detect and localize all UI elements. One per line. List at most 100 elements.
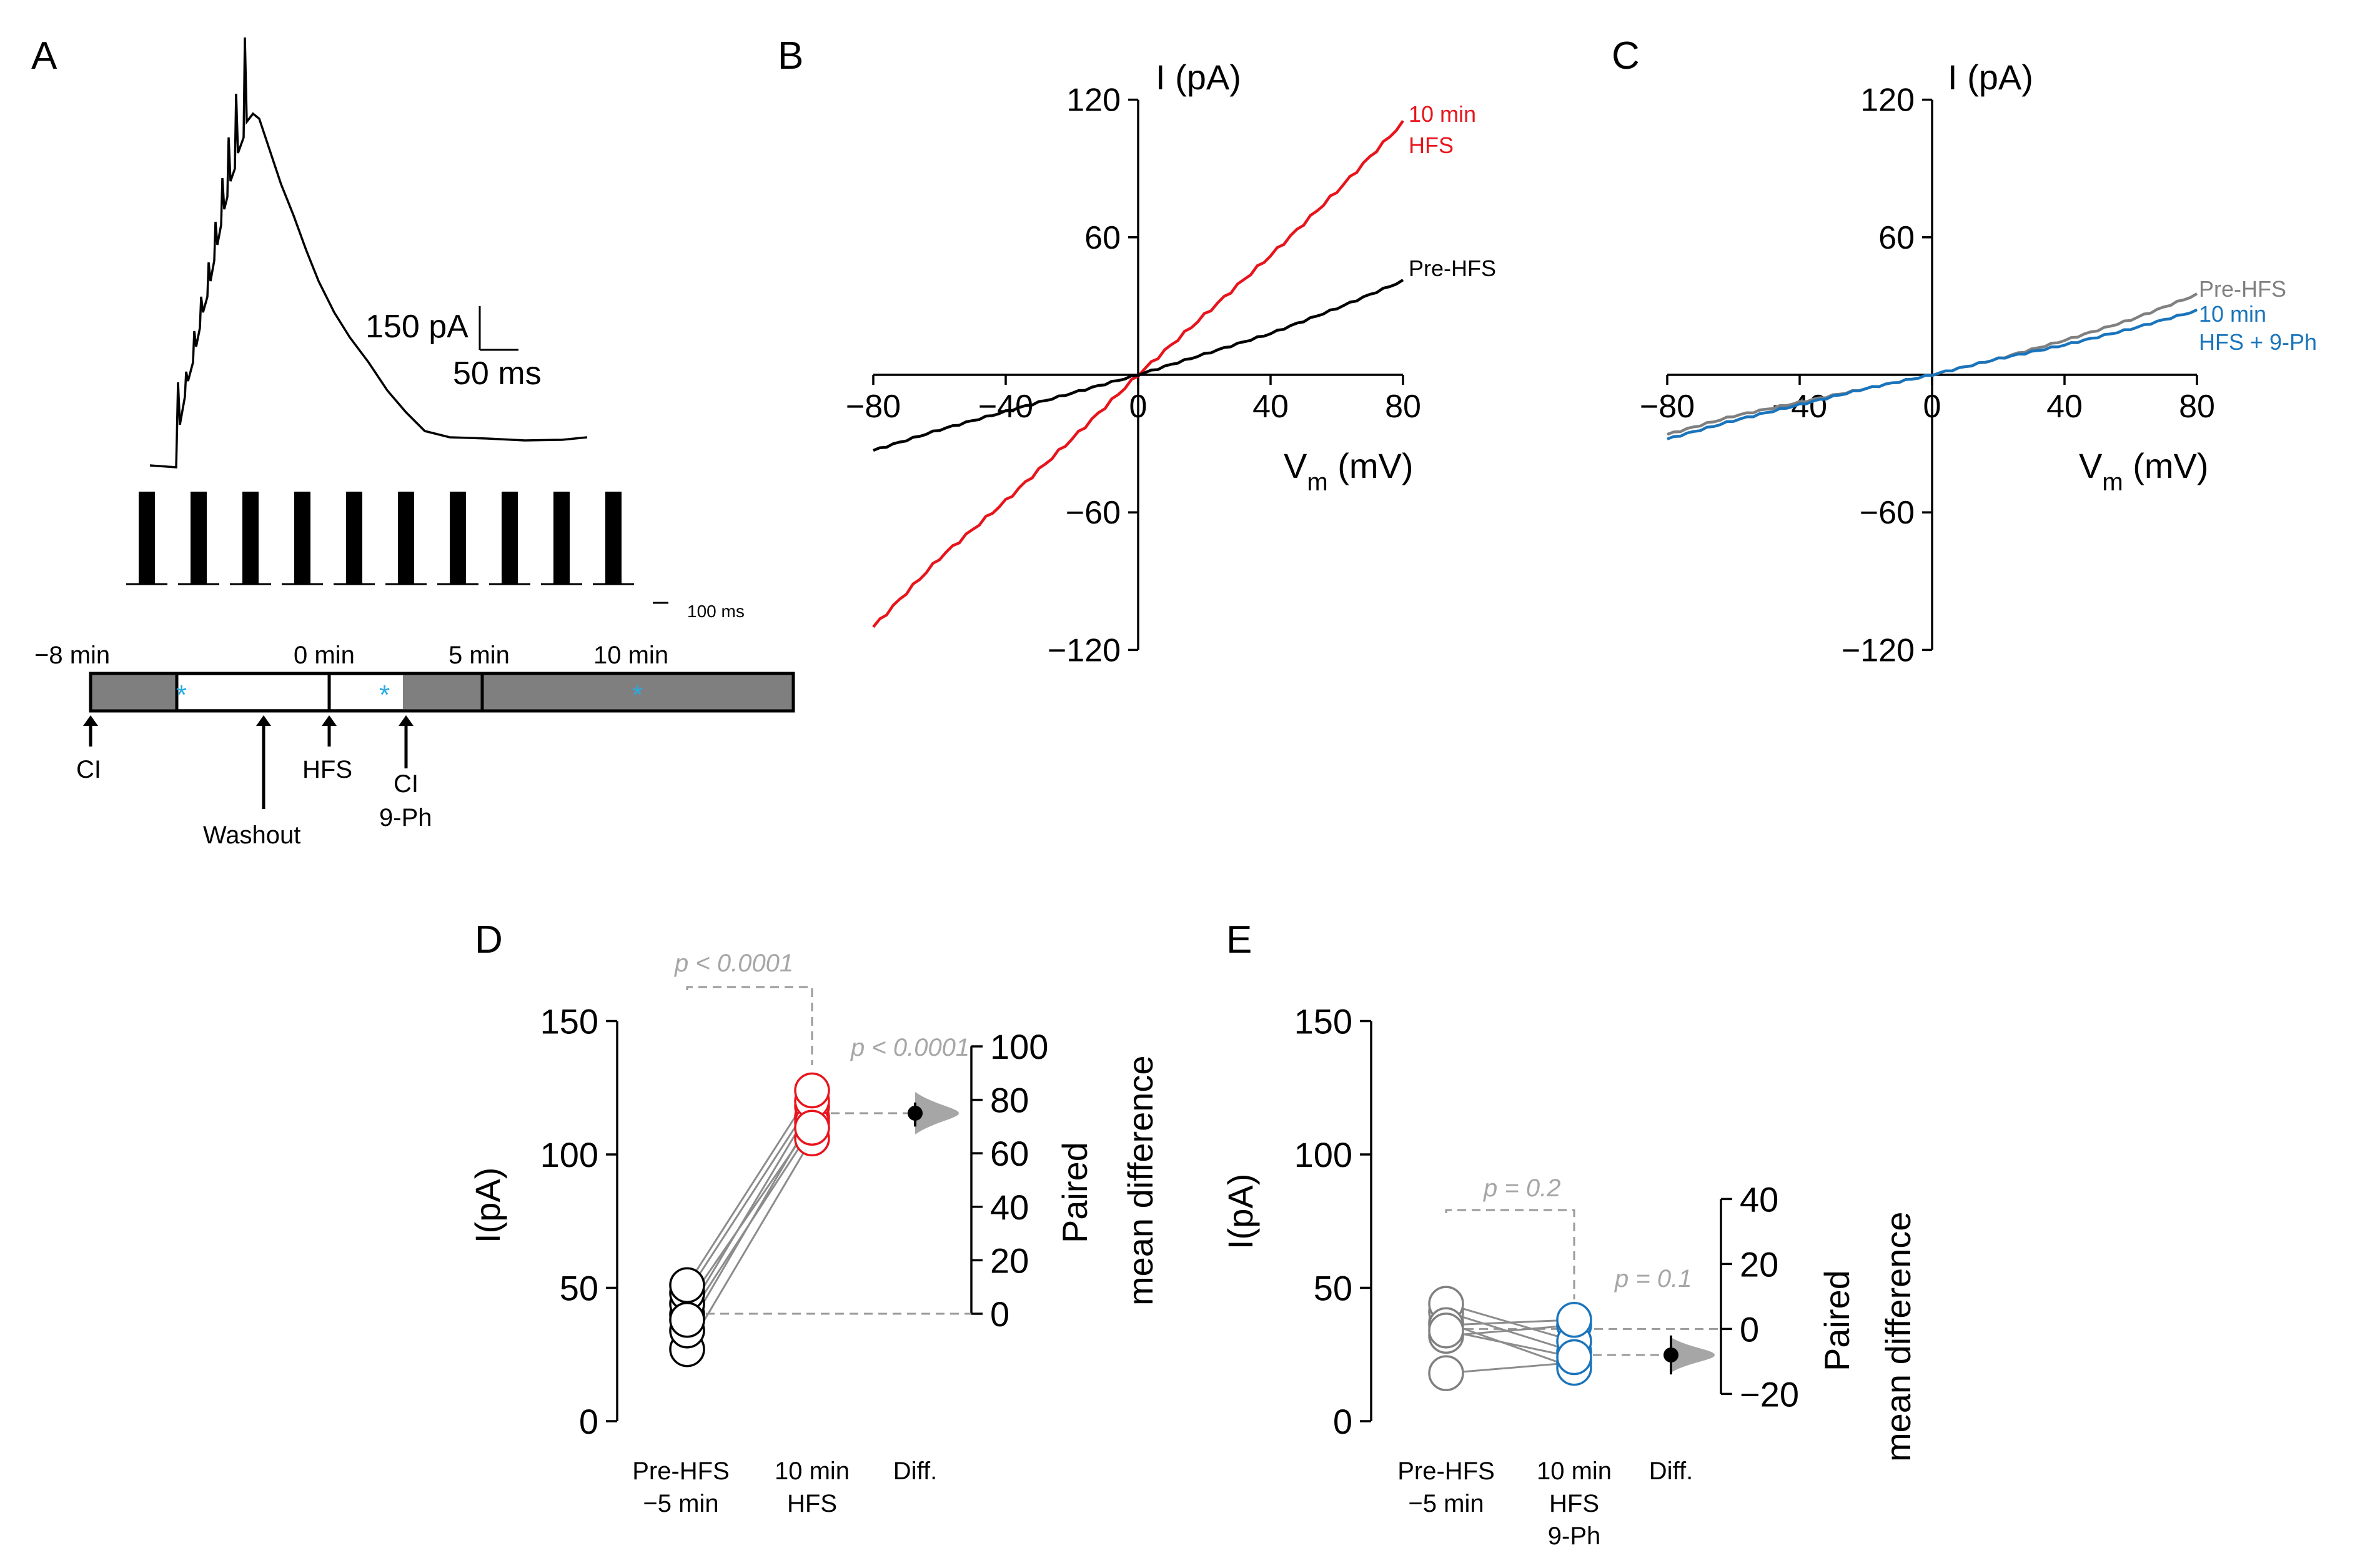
data-point	[669, 1267, 705, 1303]
y-tick-label: −120	[1048, 632, 1121, 668]
x-tick-label: 40	[2046, 389, 2083, 425]
y-tick-label: −60	[1860, 495, 1915, 531]
x-tick-label: 0	[1129, 389, 1148, 425]
series-label-grey: Pre-HFS	[2199, 276, 2286, 302]
series-label-black: Pre-HFS	[1409, 256, 1496, 281]
y-tick-label: 0	[579, 1402, 598, 1441]
stim-pulse	[450, 492, 466, 584]
event-hfs: HFS	[302, 756, 352, 783]
p-bracket	[1445, 1209, 1575, 1299]
asterisk-marker: *	[176, 680, 187, 710]
panel-letter-a: A	[31, 34, 57, 77]
pair-line	[1445, 1329, 1575, 1358]
y-tick-label: 50	[560, 1269, 598, 1308]
category-label: HFS	[1549, 1490, 1599, 1517]
y-tick-label: 60	[1878, 220, 1915, 256]
stim-pulse	[242, 492, 259, 584]
current-trace	[149, 37, 588, 469]
right-tick-label: 80	[990, 1081, 1029, 1120]
stim-pulse	[191, 492, 207, 584]
panel-letter-b: B	[778, 34, 803, 77]
y-tick-label: −60	[1066, 495, 1121, 531]
category-label: Pre-HFS	[1397, 1457, 1495, 1485]
y-axis-label: I (pA)	[1948, 57, 2033, 97]
pair-line	[686, 1100, 813, 1294]
y-tick-label: 0	[1333, 1402, 1352, 1441]
category-label: Diff.	[1649, 1457, 1693, 1485]
stim-pulse	[502, 492, 518, 584]
category-label: −5 min	[1408, 1490, 1484, 1517]
y-axis-label: I(pA)	[468, 1168, 507, 1243]
x-axis-label: Vm (mV)	[1284, 446, 1414, 496]
timeline: * * * −8 min 0 min 5 min 10 min	[34, 642, 795, 713]
right-tick-label: 100	[990, 1027, 1048, 1066]
pair-line	[686, 1089, 813, 1286]
scale-current-label: 150 pA	[365, 309, 469, 345]
bootstrap-distribution	[1671, 1337, 1715, 1372]
series-label-blue: 10 min	[2199, 301, 2266, 327]
panel-letter-e: E	[1226, 918, 1252, 961]
category-label: 10 min	[1537, 1457, 1612, 1485]
right-axis-label: Paired	[1055, 1142, 1094, 1243]
stim-pulse	[294, 492, 310, 584]
p-value-label: p < 0.0001	[674, 950, 793, 977]
pair-line	[1445, 1319, 1575, 1326]
right-tick-label: 0	[990, 1294, 1009, 1334]
paired-points-d	[669, 1072, 830, 1367]
data-point	[1428, 1312, 1464, 1349]
washout-window	[177, 675, 403, 709]
x-tick-label: 80	[2179, 389, 2215, 425]
right-tick-label: 0	[1740, 1309, 1759, 1349]
pair-line	[1445, 1311, 1575, 1353]
stim-pulse	[398, 492, 414, 584]
category-label: Pre-HFS	[632, 1457, 730, 1485]
data-point	[669, 1301, 705, 1338]
panel-letter-d: D	[475, 918, 503, 961]
series-label-red: HFS	[1409, 132, 1454, 158]
scale-time-label: 50 ms	[453, 355, 542, 392]
mean-diff-point	[908, 1105, 923, 1121]
category-label: HFS	[787, 1490, 837, 1517]
p-value-label: p = 0.2	[1483, 1174, 1560, 1202]
event-9ph: 9-Ph	[379, 804, 432, 831]
pair-line	[1445, 1361, 1575, 1374]
series-line-hfs-9ph	[1667, 308, 2198, 440]
trace-scale-bar: 150 pA 50 ms	[365, 306, 542, 392]
event-washout: Washout	[203, 821, 300, 849]
x-tick-label: 40	[1252, 389, 1289, 425]
pair-line	[686, 1127, 813, 1321]
y-axis-label: I(pA)	[1221, 1174, 1260, 1249]
stim-pulse	[553, 492, 570, 584]
x-tick-label: 80	[1385, 389, 1421, 425]
y-tick-label: 150	[1294, 1002, 1352, 1041]
x-axis-label: Vm (mV)	[2079, 446, 2209, 496]
panel-letter-c: C	[1612, 34, 1640, 77]
asterisk-marker: *	[379, 680, 390, 710]
right-tick-label: 60	[990, 1134, 1029, 1173]
y-tick-label: 100	[1294, 1135, 1352, 1174]
p-value-label: p < 0.0001	[850, 1034, 969, 1061]
stim-pulse	[139, 492, 155, 584]
y-tick-label: 60	[1084, 220, 1121, 256]
data-point	[1556, 1301, 1592, 1338]
right-tick-label: 20	[990, 1241, 1029, 1280]
y-tick-label: 100	[540, 1135, 598, 1174]
p-bracket	[686, 986, 813, 1065]
timeline-label: 5 min	[449, 642, 510, 669]
mean-diff-point	[1663, 1347, 1678, 1362]
p-value-label: p = 0.1	[1614, 1265, 1692, 1293]
stim-scale-label: 100 ms	[687, 602, 745, 621]
category-label: 10 min	[775, 1457, 850, 1485]
right-axis-label: mean difference	[1121, 1055, 1160, 1306]
timeline-label: −8 min	[34, 642, 110, 669]
pair-line	[1445, 1321, 1575, 1369]
data-point	[1556, 1339, 1592, 1376]
data-point	[794, 1072, 830, 1109]
category-label: Diff.	[893, 1457, 937, 1485]
